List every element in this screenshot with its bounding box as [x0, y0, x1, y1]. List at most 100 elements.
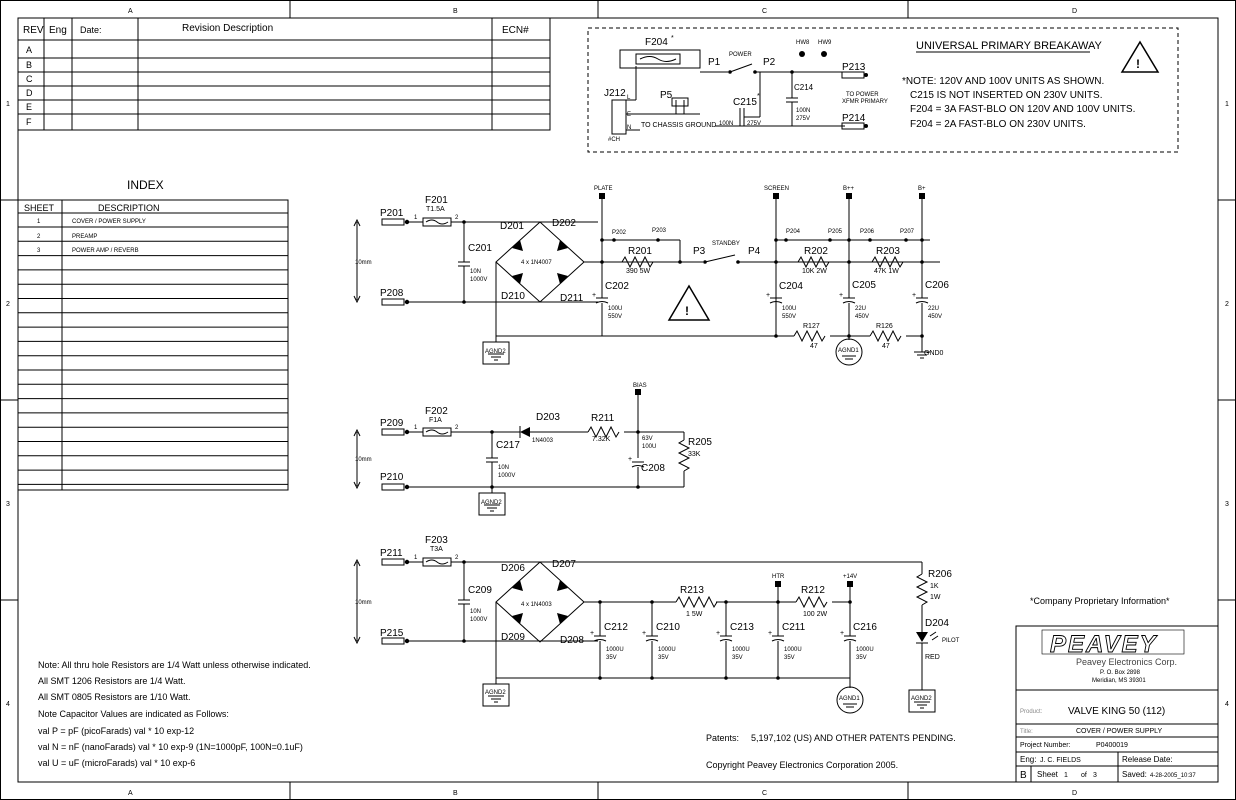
note-line-4: Note Capacitor Values are indicated as F… — [38, 709, 229, 719]
r211-label: R211 — [591, 413, 615, 424]
engineer-name: J. C. FIELDS — [1040, 757, 1081, 764]
r205-value: 33K — [688, 451, 701, 458]
primary-breakaway-block: UNIVERSAL PRIMARY BREAKAWAY ! F204 * P1 … — [587, 27, 1179, 153]
product-name: VALVE KING 50 (112) — [1068, 706, 1165, 717]
j212-e: E — [627, 112, 631, 118]
p3-label: P3 — [693, 246, 706, 257]
product-label: Product: — [1020, 709, 1043, 715]
col-label-d: D — [1072, 8, 1077, 15]
index-title: INDEX — [127, 178, 164, 192]
bpp-label: B++ — [843, 186, 855, 192]
r127-value: 47 — [810, 343, 818, 350]
f204-label: F204 — [645, 37, 668, 48]
r205-label: R205 — [688, 437, 712, 448]
project-number-label: Project Number: — [1020, 742, 1071, 749]
ecn-header: ECN# — [502, 25, 529, 36]
c206-label: C206 — [925, 280, 949, 291]
breakaway-title: UNIVERSAL PRIMARY BREAKAWAY — [916, 40, 1102, 52]
c209-label: C209 — [468, 585, 492, 596]
htr-label: HTR — [772, 574, 785, 580]
svg-text:!: ! — [685, 304, 689, 318]
breakaway-note-1: *NOTE: 120V AND 100V UNITS AS SHOWN. — [902, 76, 1104, 87]
c214-voltage: 275V — [796, 116, 810, 122]
lv-dim-label: 10mm — [355, 600, 372, 606]
d207-label: D207 — [552, 559, 576, 570]
r127-label: R127 — [803, 323, 820, 330]
r206-value: 1K — [930, 583, 939, 590]
p209-label: P209 — [380, 418, 404, 429]
note-line-3: All SMT 0805 Resistors are 1/10 Watt. — [38, 692, 191, 702]
col-label-d-bottom: D — [1072, 790, 1077, 797]
index-row-1-sheet: 1 — [37, 219, 41, 225]
r126-value: 47 — [882, 343, 890, 350]
rev-row-b: B — [26, 60, 32, 70]
c211-label: C211 — [782, 622, 806, 633]
saved-label: Saved: — [1122, 770, 1147, 779]
c204-value: 100U — [782, 306, 796, 312]
c202-label: C202 — [605, 281, 629, 292]
peavey-logo: PEAVEY — [1041, 629, 1185, 658]
warning-icon: ! — [1120, 40, 1160, 73]
rev-row-c: C — [26, 74, 33, 84]
patents-value: 5,197,102 (US) AND OTHER PATENTS PENDING… — [751, 733, 956, 743]
release-date-label: Release Date: — [1122, 755, 1173, 764]
svg-text:1: 1 — [414, 425, 418, 431]
p205-label: P205 — [828, 229, 843, 235]
c210-voltage: 35V — [658, 655, 669, 661]
rev-row-e: E — [26, 102, 32, 112]
company-address-1: P. O. Box 2898 — [1100, 670, 1141, 676]
lv-agnd2b-label: AGND2 — [911, 696, 932, 702]
c210-label: C210 — [656, 622, 680, 633]
index-row-2-sheet: 2 — [37, 234, 41, 240]
gnd0-label: GND0 — [924, 350, 944, 357]
c208-value: 63V — [642, 436, 653, 442]
company-address-2: Meridian, MS 39301 — [1092, 678, 1146, 684]
agnd1-label: AGND1 — [838, 348, 859, 354]
bridge-diodes-hv — [512, 240, 568, 284]
p207-label: P207 — [900, 229, 915, 235]
c209-value: 10N — [470, 609, 481, 615]
r201-value: 390 5W — [626, 268, 651, 275]
copyright: Copyright Peavey Electronics Corporation… — [706, 760, 898, 770]
bias-agnd-label: AGND2 — [481, 500, 502, 506]
lv-bridge-label: 4 x 1N4003 — [521, 602, 552, 608]
c208-voltage: 100U — [642, 444, 656, 450]
r212-value: 100 2W — [803, 611, 828, 618]
lv-agnd-label: AGND2 — [485, 690, 506, 696]
sheet-of-label: of — [1081, 772, 1087, 779]
c210-value: 1000U — [658, 647, 676, 653]
revision-letter: B — [1020, 770, 1027, 781]
row-label-1: 1 — [6, 101, 10, 108]
r202-label: R202 — [804, 246, 828, 257]
row-label-1-right: 1 — [1225, 101, 1229, 108]
c204-label: C204 — [779, 281, 803, 292]
c205-value: 22U — [855, 306, 866, 312]
p206-label: P206 — [860, 229, 875, 235]
d203-value: 1N4003 — [532, 438, 554, 444]
note-line-7: val U = uF (microFarads) val * 10 exp-6 — [38, 758, 195, 768]
f203-value: T3A — [430, 546, 443, 553]
hv-bridge-label: 4 x 1N4007 — [521, 260, 552, 266]
c202-value: 100U — [608, 306, 622, 312]
power-label: POWER — [729, 52, 752, 58]
p210-label: P210 — [380, 472, 404, 483]
breakaway-note-2: C215 IS NOT INSERTED ON 230V UNITS. — [910, 90, 1102, 101]
p211-label: P211 — [380, 548, 403, 559]
d206-label: D206 — [501, 563, 525, 574]
svg-text:!: ! — [1136, 57, 1140, 71]
pilot-label: PILOT — [942, 638, 960, 644]
col-label-c-bottom: C — [762, 790, 767, 797]
revision-table: REV Eng Date: Revision Description ECN# … — [17, 17, 551, 131]
c211-value: 1000U — [784, 647, 802, 653]
p215-label: P215 — [380, 628, 404, 639]
index-row-3-sheet: 3 — [37, 248, 41, 254]
p203-label: P203 — [652, 228, 667, 234]
saved-timestamp: 4-28-2005_10:37 — [1150, 773, 1196, 779]
date-header: Date: — [80, 25, 102, 35]
j212-n: N — [627, 125, 631, 131]
c217-label: C217 — [496, 440, 520, 451]
screen-label: SCREEN — [764, 186, 789, 192]
